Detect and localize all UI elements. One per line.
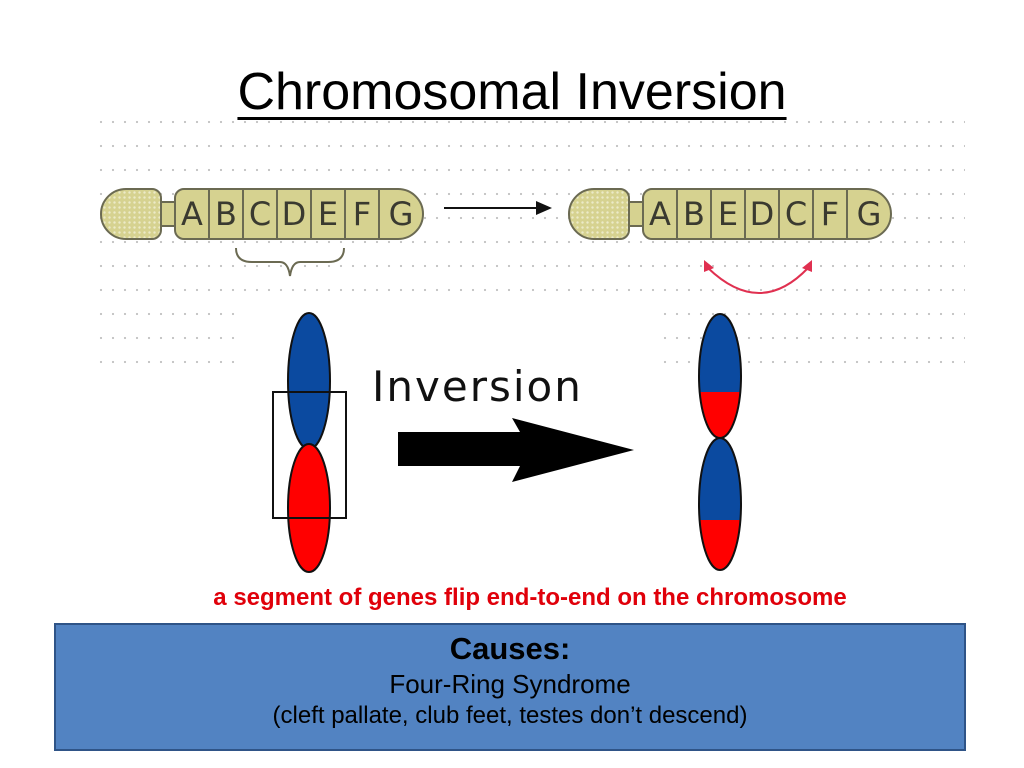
slide-title: Chromosomal Inversion <box>237 63 787 121</box>
after-gene-b: B <box>678 190 712 238</box>
after-gene-d: D <box>746 190 780 238</box>
after-gene-f: F <box>814 190 848 238</box>
after-gene-e: E <box>712 190 746 238</box>
chromosome-before-centromere <box>162 201 174 227</box>
before-gene-a: A <box>176 190 210 238</box>
before-gene-b: B <box>210 190 244 238</box>
before-gene-g: G <box>388 195 414 233</box>
causes-syndrome: Four-Ring Syndrome <box>389 669 631 699</box>
caption: a segment of genes flip end-to-end on th… <box>213 584 847 611</box>
before-gene-c: C <box>244 190 278 238</box>
chromosome-after-centromere <box>630 201 642 227</box>
after-gene-c: C <box>780 190 814 238</box>
big-arrow-icon <box>398 418 634 482</box>
causes-details: (cleft pallate, club feet, testes don’t … <box>272 702 748 729</box>
causes-box: Causes: Four-Ring Syndrome (cleft pallat… <box>54 623 966 751</box>
inversion-label: Inversion <box>372 362 583 411</box>
before-gene-e: E <box>312 190 346 238</box>
chromosome-before-cap <box>100 188 162 240</box>
after-gene-a: A <box>644 190 678 238</box>
chromosome-after-cap <box>568 188 630 240</box>
selection-box <box>272 391 347 519</box>
after-gene-g: G <box>856 195 882 233</box>
before-gene-d: D <box>278 190 312 238</box>
before-gene-f: F <box>346 190 380 238</box>
causes-heading: Causes: <box>449 631 571 666</box>
